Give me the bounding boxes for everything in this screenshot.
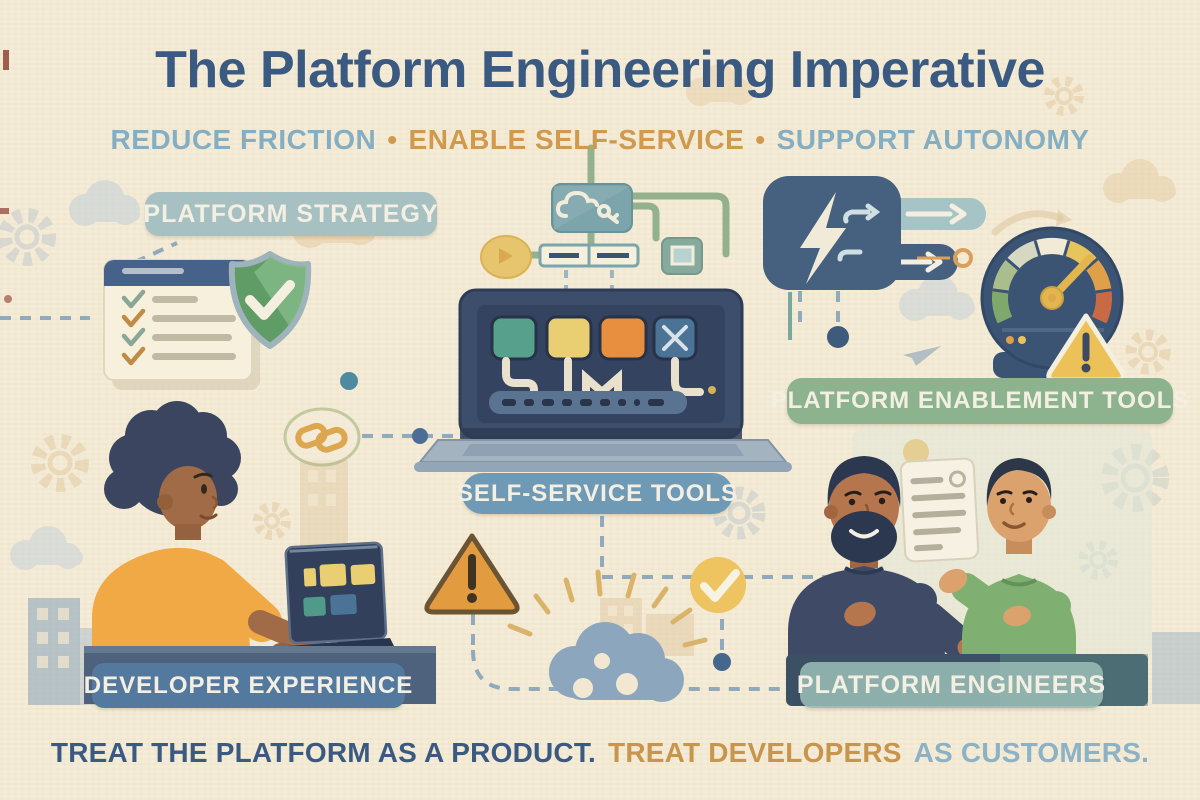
workflow-diagram-icon (480, 144, 730, 290)
cloud-decoration (69, 180, 140, 226)
developer-at-laptop-illustration (84, 401, 453, 704)
subtitle-separator: • (755, 124, 766, 155)
warning-triangle-icon (424, 533, 520, 615)
rays (507, 569, 708, 648)
shield-check-icon (228, 251, 312, 349)
subtitle-reduce-friction: REDUCE FRICTION (110, 124, 377, 155)
cloud-icon (507, 569, 708, 702)
face (159, 466, 217, 530)
portal-laptop-icon (414, 288, 792, 472)
label-platform-strategy: PLATFORM STRATEGY (143, 192, 438, 236)
check-circle-icon (690, 557, 746, 613)
arrow-decoration (991, 210, 1064, 236)
gear-icon (0, 76, 1171, 580)
checklist-icon (103, 259, 260, 390)
developer-laptop (284, 541, 388, 645)
label-developer-experience: DEVELOPER EXPERIENCE (84, 663, 412, 708)
connector-dots (412, 326, 849, 671)
label-platform-engineers: PLATFORM ENGINEERS (797, 662, 1105, 708)
cloud-decoration (686, 64, 754, 106)
cloud-decoration (899, 275, 975, 321)
label-platform-enablement-tools: PLATFORM ENABLEMENT TOOLS (771, 378, 1188, 424)
x-glyph (662, 325, 688, 351)
edge-marks (0, 50, 12, 303)
subtitle-separator: • (387, 124, 398, 155)
tagline-product: TREAT THE PLATFORM AS A PRODUCT. (50, 737, 597, 768)
tagline-developers: TREAT DEVELOPERS (608, 737, 902, 768)
tagline: TREAT THE PLATFORM AS A PRODUCT. TREAT DE… (0, 737, 1200, 769)
cloud-decoration (10, 526, 83, 570)
dot-decoration (340, 372, 358, 390)
tagline-customers: AS CUSTOMERS. (913, 737, 1150, 768)
subtitle-support-autonomy: SUPPORT AUTONOMY (776, 124, 1090, 155)
document-icon (899, 457, 980, 563)
link-icon (283, 407, 361, 467)
arrow-decoration (1056, 210, 1072, 226)
lightning-icon (763, 176, 986, 340)
page-title: The Platform Engineering Imperative (155, 41, 1045, 99)
bolt-glyph (800, 192, 846, 284)
subtitle: REDUCE FRICTION • ENABLE SELF-SERVICE • SUPP… (0, 124, 1200, 156)
cloud-node-icon (551, 183, 633, 233)
cloud-decoration (1103, 159, 1176, 203)
status-dashes (502, 399, 664, 406)
paper-plane-icon (903, 346, 941, 366)
subtitle-enable-self-service: ENABLE SELF-SERVICE (408, 124, 745, 155)
label-self-service-tools: SELF-SERVICE TOOLS (457, 473, 737, 514)
hair (104, 401, 241, 516)
dot-decoration (903, 439, 929, 465)
